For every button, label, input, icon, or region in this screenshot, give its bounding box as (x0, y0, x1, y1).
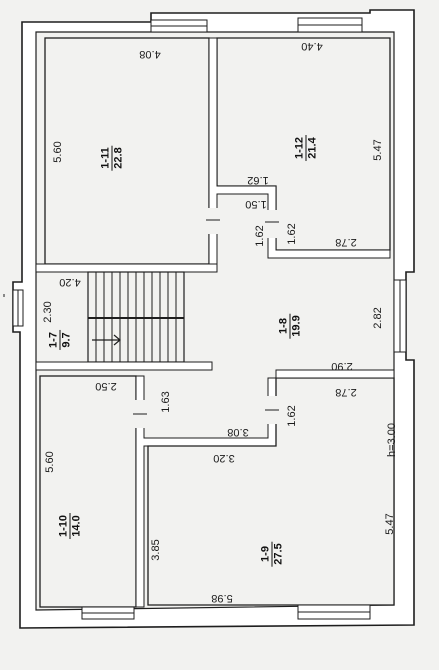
room-label-1-8: 1-8 19.9 (277, 313, 303, 339)
room-id: 1-10 (57, 514, 70, 538)
windows (12, 17, 407, 620)
dimension-label: 4.40 (301, 40, 323, 52)
dimension-label: 1.62 (247, 174, 269, 186)
room-label-1-9: 1-9 27.5 (259, 541, 285, 567)
dimension-label: 1.62 (254, 225, 266, 247)
dimension-label: 4.08 (139, 48, 161, 60)
room-id: 1-9 (259, 546, 272, 562)
room-label-1-7: 1-7 9.7 (48, 330, 73, 350)
room-1-11 (44, 37, 210, 265)
dimension-label: 3.08 (227, 426, 249, 438)
stair-arrow (92, 334, 121, 346)
dimension-label: 5.47 (384, 513, 396, 535)
room-area: 14.0 (69, 513, 83, 539)
room-id: 1-12 (293, 136, 306, 160)
dimension-label: 5.60 (44, 451, 56, 473)
ceiling-height-label: h=3.00 (386, 423, 398, 457)
dimension-label: 1.63 (160, 391, 172, 413)
dimension-label: 4.20 (59, 276, 81, 288)
dimension-label: 5.98 (211, 592, 233, 604)
dimension-label: 2.30 (42, 301, 54, 323)
room-id: 1-11 (99, 147, 112, 169)
room-1-10 (39, 375, 137, 608)
door-gaps (133, 208, 279, 428)
room-area: 27.5 (271, 541, 285, 567)
interior-wall (275, 369, 395, 379)
dimension-label: 1.62 (286, 223, 298, 245)
dimension-label: 2.82 (372, 307, 384, 329)
interior-wall (35, 361, 213, 371)
dimension-label: 2.78 (335, 386, 357, 398)
room-area: 19.9 (289, 313, 303, 339)
dimension-label: 1.62 (286, 405, 298, 427)
room-label-1-10: 1-10 14.0 (58, 513, 83, 539)
dimension-label: 2.90 (331, 360, 353, 372)
room-area: 9.7 (59, 330, 73, 350)
dimension-label: 3.85 (150, 539, 162, 561)
dimension-label: 5.60 (52, 141, 64, 163)
room-label-1-12: 1-12 21.4 (294, 135, 319, 161)
dimension-label: 2.78 (335, 236, 357, 248)
room-label-1-11: 1-11 22.8 (99, 145, 125, 171)
room-id: 1-7 (47, 332, 60, 348)
room-id: 1-8 (277, 318, 290, 334)
dimension-label: 2.50 (95, 380, 117, 392)
dimension-label: 3.20 (213, 452, 235, 464)
room-area: 22.8 (111, 145, 125, 171)
dimension-label: 5.47 (372, 139, 384, 161)
dimension-label: 1.50 (245, 198, 267, 210)
room-area: 21.4 (305, 135, 319, 161)
